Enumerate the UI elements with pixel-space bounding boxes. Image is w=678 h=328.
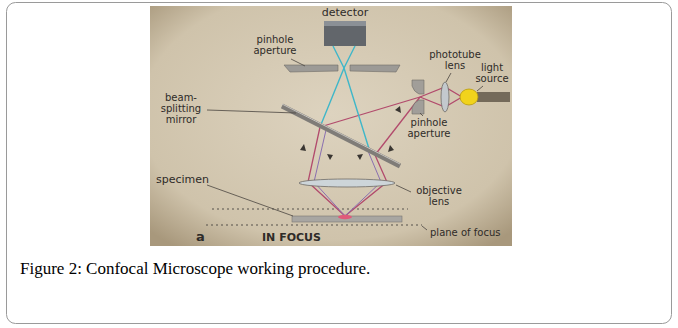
- leader-lines: [207, 59, 483, 230]
- detector-block: [324, 21, 366, 46]
- label-holder: IN FOCUS: [262, 232, 321, 244]
- objective-lens: [299, 179, 395, 187]
- focus-spot: [338, 215, 352, 219]
- label-holder: beam-splitting mirror: [158, 92, 204, 125]
- part-label: plane of focus: [430, 227, 500, 238]
- source-housing: [477, 92, 510, 102]
- figure-caption: Figure 2: Confocal Microscope working pr…: [20, 259, 660, 279]
- beam-splitting-mirror: [282, 106, 400, 166]
- figure-frame: [7, 3, 672, 324]
- part-label: objective lens: [413, 185, 465, 207]
- light-bulb: [460, 89, 478, 105]
- pinhole-plate: [412, 80, 424, 94]
- focus-line: [212, 209, 408, 210]
- label-holder: detector: [321, 7, 369, 19]
- part-label: pinhole aperture: [403, 117, 455, 139]
- part-label: phototube lens: [426, 49, 484, 71]
- photo-ground: [150, 6, 512, 246]
- label-holder: plane of focus: [430, 227, 500, 238]
- label-holder: light source: [473, 62, 511, 84]
- mirror-edge: [282, 104, 400, 164]
- label-holder: a: [196, 230, 205, 244]
- part-label: detector: [321, 7, 369, 19]
- focus-line: [206, 225, 422, 226]
- part-label: beam-splitting mirror: [158, 92, 204, 125]
- label-holder: objective lens: [413, 185, 465, 207]
- phototube-lens: [441, 82, 449, 112]
- pinhole-plate: [350, 65, 400, 72]
- part-label: pinhole aperture: [250, 34, 300, 56]
- pinhole-plate: [284, 65, 338, 72]
- return-rays: [314, 130, 381, 216]
- label-holder: specimen: [156, 174, 209, 186]
- label-holder: phototube lens: [426, 49, 484, 71]
- pinhole-plate: [412, 100, 424, 114]
- ray-arrows: [300, 106, 401, 160]
- caption-holder: Figure 2: Confocal Microscope working pr…: [20, 259, 660, 279]
- part-label: specimen: [156, 174, 209, 186]
- label-holder: pinhole aperture: [250, 34, 300, 56]
- part-label: light source: [473, 62, 511, 84]
- detector-top: [324, 21, 366, 26]
- label-holder: pinhole aperture: [403, 117, 455, 139]
- panel-title: IN FOCUS: [262, 232, 321, 244]
- panel-letter: a: [196, 230, 205, 244]
